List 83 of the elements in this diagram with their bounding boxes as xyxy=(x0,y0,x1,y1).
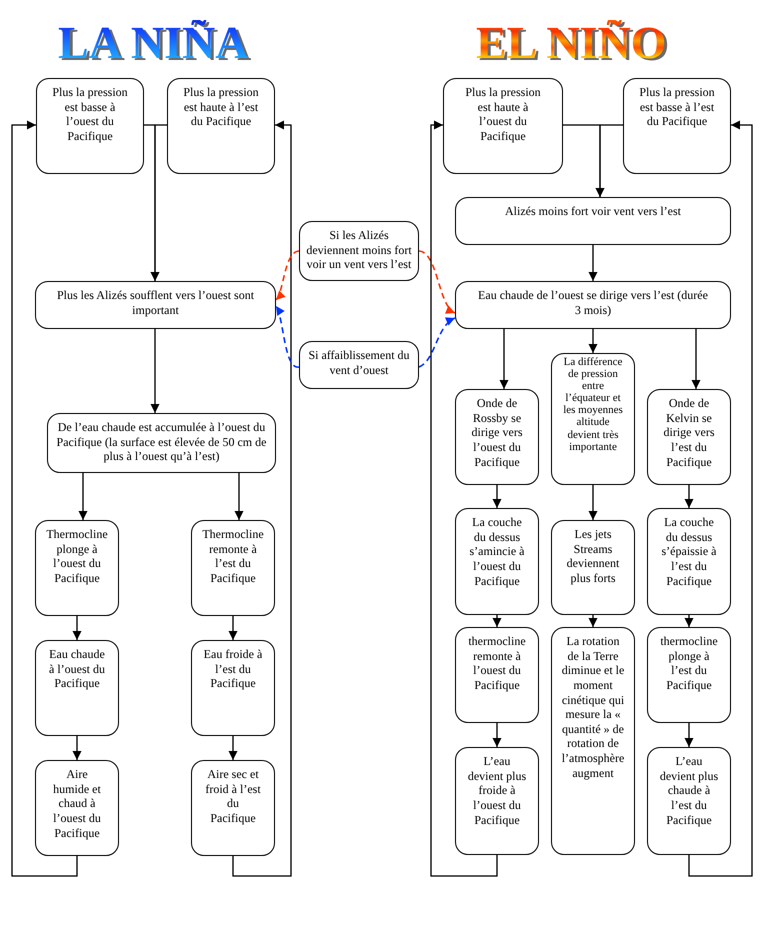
box-text: Les jets Streams deviennent plus forts xyxy=(566,527,620,586)
arrow xyxy=(684,723,694,747)
dashed-arrow xyxy=(275,306,300,368)
dashed-arrow xyxy=(418,250,456,314)
process-box xyxy=(551,520,635,615)
box-text: Eau chaude de l’ouest se dirige vers l’est (durée 3 mois) xyxy=(477,288,709,318)
box-text: thermocline remonte à l’ouest du Pacifique xyxy=(467,634,527,692)
process-box xyxy=(191,640,275,736)
process-box xyxy=(455,627,539,723)
process-box xyxy=(167,78,275,174)
process-box xyxy=(455,508,539,615)
box-text: L’eau devient plus froide à l’ouest du Pacifique xyxy=(467,754,527,828)
box-text: La couche du dessus s’amincie à l’ouest du Pacifique xyxy=(468,515,526,588)
dashed-arrow xyxy=(418,317,456,368)
arrow xyxy=(150,124,167,281)
box-text: Plus la pression est basse à l’ouest du Pacifique xyxy=(51,85,129,144)
process-box xyxy=(47,413,276,473)
box-text: Aire humide et chaud à l’ouest du Pacifique xyxy=(52,767,102,840)
process-box xyxy=(455,197,731,245)
process-box xyxy=(35,640,119,736)
process-box xyxy=(35,281,276,329)
box-text: La différence de pression entre l’équateur et les moyennes altitude devient très importante xyxy=(562,356,624,453)
box-text: Alizés moins fort voir vent vers l’est xyxy=(505,204,681,219)
box-text: Aire sec et froid à l’est du Pacifique xyxy=(204,767,262,826)
box-text: Thermocline remonte à l’est du Pacifique xyxy=(202,527,264,586)
arrow xyxy=(78,473,88,520)
arrow xyxy=(234,473,244,520)
arrow xyxy=(492,615,502,627)
box-text: Si affaiblissement du vent d’ouest xyxy=(308,348,410,378)
arrow xyxy=(596,124,623,197)
arrow xyxy=(688,120,753,877)
process-box xyxy=(551,627,635,855)
process-box xyxy=(35,520,119,616)
process-box xyxy=(647,508,731,615)
process-box xyxy=(299,341,419,389)
box-text: Eau chaude à l’ouest du Pacifique xyxy=(48,647,106,691)
arrow xyxy=(150,329,160,413)
process-box xyxy=(36,78,144,174)
arrow xyxy=(228,736,238,760)
box-text: Thermocline plonge à l’ouest du Pacifique xyxy=(46,527,108,586)
arrow xyxy=(588,485,598,520)
arrow xyxy=(11,120,78,877)
arrow xyxy=(588,245,598,281)
process-box xyxy=(191,520,275,616)
process-box xyxy=(443,78,563,174)
box-text: Plus la pression est haute à l’ouest du Pacifique xyxy=(464,85,542,144)
process-box xyxy=(551,353,635,485)
process-box xyxy=(647,627,731,723)
box-text: L’eau devient plus chaude à l’est du Pacifique xyxy=(659,754,719,828)
arrow xyxy=(72,616,82,640)
box-text: La couche du dessus s’épaissie à l’est du Pacifique xyxy=(660,515,718,588)
arrow xyxy=(684,485,694,508)
process-box xyxy=(35,760,119,856)
process-box xyxy=(455,281,731,329)
box-text: Plus la pression est basse à l’est du Pacifique xyxy=(638,85,716,129)
arrow xyxy=(232,120,292,877)
box-text: Plus la pression est haute à l’est du Pacifique xyxy=(182,85,260,129)
process-box xyxy=(623,78,731,174)
box-text: La rotation de la Terre diminue et le moment cinétique qui mesure la « quantité » de rotation de l’atmosphère augment xyxy=(562,634,624,780)
process-box xyxy=(455,747,539,855)
box-text: Onde de Rossby se dirige vers l’ouest du Pacifique xyxy=(470,396,524,470)
process-box xyxy=(299,221,419,281)
box-text: De l’eau chaude est accumulée à l’ouest du Pacifique (la surface est élevée de 50 cm de plus à l’ouest qu’à l’est) xyxy=(56,420,268,464)
box-text: Si les Alizés deviennent moins fort voir un vent vers l’est xyxy=(306,228,412,272)
arrow xyxy=(588,615,598,627)
process-box xyxy=(455,389,539,485)
arrow xyxy=(492,723,502,747)
arrow xyxy=(228,616,238,640)
arrow xyxy=(692,329,700,389)
dashed-arrow xyxy=(275,250,300,300)
arrow xyxy=(500,329,508,389)
box-text: thermocline plonge à l’est du Pacifique xyxy=(659,634,719,692)
arrow xyxy=(72,736,82,760)
process-box xyxy=(647,389,731,485)
process-box xyxy=(647,747,731,855)
box-text: Eau froide à l’est du Pacifique xyxy=(203,647,263,691)
arrow xyxy=(588,329,598,353)
process-box xyxy=(191,760,275,856)
box-text: Plus les Alizés soufflent vers l’ouest sont important xyxy=(56,288,256,318)
box-text: Onde de Kelvin se dirige vers l’est du Pacifique xyxy=(662,396,716,470)
arrow xyxy=(684,615,694,627)
arrow xyxy=(430,120,498,877)
arrow xyxy=(492,485,502,508)
